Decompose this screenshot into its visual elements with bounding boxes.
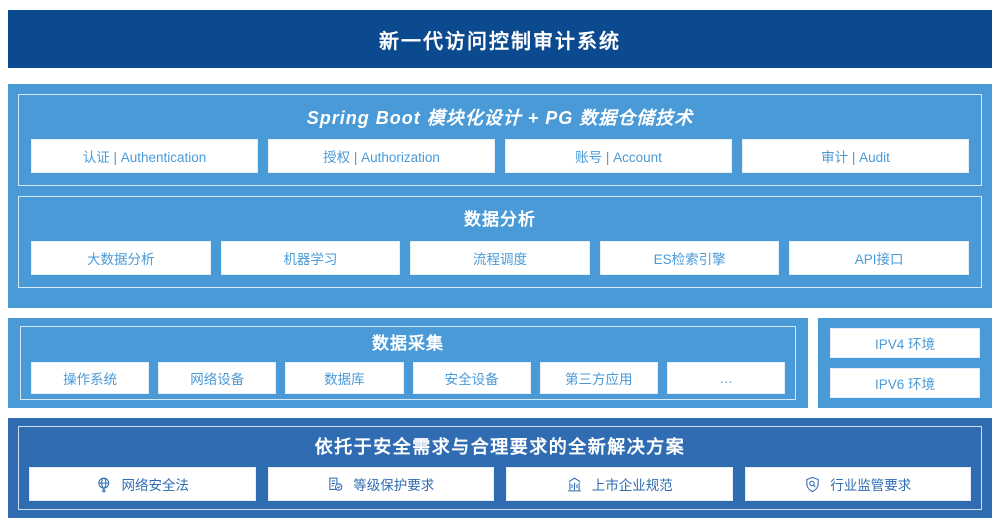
cell-label: ES检索引擎 [653, 252, 726, 267]
cell-label: 等级保护要求 [353, 478, 435, 493]
environment-panel: IPV4 环境 IPV6 环境 [818, 318, 992, 408]
cell-label: 授权 | Authorization [323, 150, 440, 165]
cell-account[interactable]: 账号 | Account [505, 139, 732, 173]
cell-operating-system[interactable]: 操作系统 [31, 362, 150, 394]
cell-label: 上市企业规范 [591, 478, 673, 493]
cell-authentication[interactable]: 认证 | Authentication [31, 139, 258, 173]
cell-third-party-application[interactable]: 第三方应用 [539, 362, 658, 394]
cell-machine-learning[interactable]: 机器学习 [220, 241, 401, 275]
cell-industry-regulation[interactable]: 行业监管要求 [744, 467, 971, 501]
cell-label: 数据库 [324, 372, 365, 387]
cell-label: 机器学习 [283, 252, 338, 267]
group-title-solution: 依托于安全需求与合理要求的全新解决方案 [314, 437, 686, 457]
globe-network-icon [96, 476, 113, 493]
cell-label: IPV6 环境 [874, 377, 936, 392]
cell-authorization[interactable]: 授权 | Authorization [268, 139, 495, 173]
cell-label: 认证 | Authentication [82, 150, 207, 165]
cell-security-device[interactable]: 安全设备 [412, 362, 531, 394]
page-header: 新一代访问控制审计系统 [8, 10, 992, 68]
group-row-spring-boot: 认证 | Authentication 授权 | Authorization 账… [31, 139, 969, 173]
cell-more-ellipsis[interactable]: … [666, 362, 786, 394]
collection-layer-panel: 数据采集 操作系统 网络设备 数据库 安全设备 第三方应用 … [8, 318, 808, 408]
group-title-spring-boot: Spring Boot 模块化设计 + PG 数据仓储技术 [306, 108, 694, 128]
collection-layer-group: 数据采集 操作系统 网络设备 数据库 安全设备 第三方应用 … [20, 326, 796, 400]
cell-label: 大数据分析 [87, 252, 155, 267]
cell-network-device[interactable]: 网络设备 [158, 362, 277, 394]
group-spring-boot: Spring Boot 模块化设计 + PG 数据仓储技术 认证 | Authe… [18, 94, 982, 186]
cell-label: IPV4 环境 [874, 337, 936, 352]
shield-search-icon [804, 476, 821, 493]
group-title-data-analysis: 数据分析 [464, 210, 536, 229]
cell-api-interface[interactable]: API接口 [789, 241, 969, 275]
cell-label: API接口 [854, 252, 904, 267]
bank-building-icon [566, 476, 583, 493]
cell-label: 操作系统 [63, 372, 118, 387]
document-check-icon [327, 476, 344, 493]
cell-listed-company-standard[interactable]: 上市企业规范 [506, 467, 733, 501]
cell-label: 行业监管要求 [830, 478, 912, 493]
solution-layer-panel: 依托于安全需求与合理要求的全新解决方案 网络安全法 [8, 418, 992, 518]
cell-label: 网络设备 [190, 372, 245, 387]
page-title: 新一代访问控制审计系统 [379, 30, 621, 53]
cell-process-scheduling[interactable]: 流程调度 [410, 241, 590, 275]
cell-label: 第三方应用 [565, 372, 633, 387]
application-layer-panel: Spring Boot 模块化设计 + PG 数据仓储技术 认证 | Authe… [8, 84, 992, 308]
cell-ipv4-environment[interactable]: IPV4 环境 [830, 328, 980, 358]
group-data-analysis: 数据分析 大数据分析 机器学习 流程调度 ES检索引擎 API接口 [18, 196, 982, 288]
cell-audit[interactable]: 审计 | Audit [742, 139, 969, 173]
group-title-data-collection: 数据采集 [372, 334, 444, 353]
cell-label: 审计 | Audit [821, 150, 890, 165]
cell-label: … [719, 370, 733, 386]
cell-big-data-analysis[interactable]: 大数据分析 [31, 241, 211, 275]
cell-label: 账号 | Account [575, 150, 662, 165]
cell-label: 安全设备 [444, 372, 499, 387]
collection-layer-row: 操作系统 网络设备 数据库 安全设备 第三方应用 … [31, 362, 786, 394]
cell-database[interactable]: 数据库 [285, 362, 404, 394]
cell-ipv6-environment[interactable]: IPV6 环境 [830, 368, 980, 398]
solution-layer-group: 依托于安全需求与合理要求的全新解决方案 网络安全法 [18, 426, 982, 510]
group-row-data-analysis: 大数据分析 机器学习 流程调度 ES检索引擎 API接口 [31, 241, 969, 275]
solution-layer-row: 网络安全法 等级保护要求 [29, 467, 971, 501]
cell-label: 流程调度 [472, 252, 527, 267]
cell-label: 网络安全法 [121, 478, 190, 493]
cell-classified-protection[interactable]: 等级保护要求 [267, 467, 494, 501]
cell-cybersecurity-law[interactable]: 网络安全法 [29, 467, 256, 501]
cell-es-search-engine[interactable]: ES检索引擎 [599, 241, 780, 275]
